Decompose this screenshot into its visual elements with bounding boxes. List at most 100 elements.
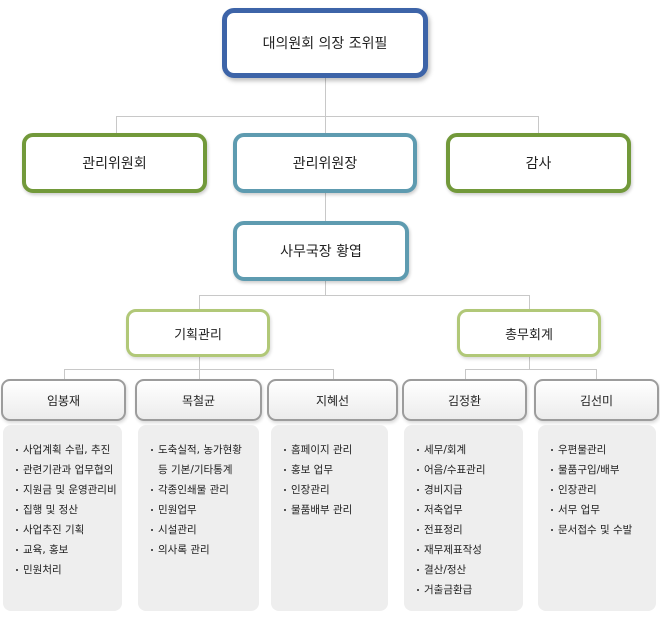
duty-item: 물품구입/배부 [551, 460, 656, 480]
bullet-icon [417, 449, 419, 451]
duty-item: 교육, 홍보 [16, 540, 122, 560]
staff-box-3: 지혜선 [267, 379, 398, 421]
connector-dept2-staff-horizontal [465, 369, 597, 370]
bullet-icon [151, 489, 153, 491]
duties-panel-2: 도축실적, 농가현황 등 기본/기타통계 각종인쇄물 관리 민원업무 시설관리 … [138, 425, 259, 611]
staff-name: 임봉재 [46, 393, 81, 408]
committee-chair-label: 관리위원장 [292, 156, 358, 172]
staff-box-1: 임봉재 [1, 379, 126, 421]
connector-staff5-drop [596, 369, 597, 379]
bullet-icon [16, 569, 18, 571]
staff-name: 김정환 [447, 393, 482, 408]
duty-item: 세무/회계 [417, 440, 523, 460]
duty-item: 민원처리 [16, 560, 122, 580]
bullet-icon [551, 449, 553, 451]
bullet-icon [417, 589, 419, 591]
connector-dept2-down [529, 357, 530, 369]
bullet-icon [417, 509, 419, 511]
duty-item: 시설관리 [151, 520, 259, 540]
connector-dept2-drop [529, 295, 530, 309]
duties-panel-4: 세무/회계 어음/수표관리 경비지급 저축업무 전표정리 재무제표작성 결산/정… [404, 425, 523, 611]
bullet-icon [16, 489, 18, 491]
bullet-icon [417, 489, 419, 491]
duty-item: 민원업무 [151, 500, 259, 520]
bullet-icon [16, 549, 18, 551]
duty-item: 지원금 및 운영관리비 [16, 480, 122, 500]
bullet-icon [16, 509, 18, 511]
connector-staff2-drop [199, 369, 200, 379]
connector-dept-horizontal [199, 295, 529, 296]
duties-panel-1: 사업계획 수립, 추진 관련기관과 업무협의 지원금 및 운영관리비 집행 및 … [3, 425, 122, 611]
dept-planning-box: 기획관리 [126, 309, 270, 357]
duty-item: 결산/정산 [417, 560, 523, 580]
staff-name: 목철균 [181, 393, 216, 408]
dept-general-box: 총무회계 [457, 309, 601, 357]
committee-label: 관리위원회 [82, 156, 147, 172]
duty-item: 저축업무 [417, 500, 523, 520]
bullet-icon [417, 469, 419, 471]
staff-box-4: 김정환 [402, 379, 527, 421]
duty-item: 서무 업무 [551, 500, 656, 520]
committee-box: 관리위원회 [22, 133, 207, 193]
connector-chair-drop [325, 116, 326, 133]
bullet-icon [284, 449, 286, 451]
bullet-icon [284, 469, 286, 471]
connector-level2-horizontal [116, 116, 538, 117]
chairman-label: 대의원회 의장 조위필 [262, 36, 388, 52]
duty-item: 인장관리 [551, 480, 656, 500]
bullet-icon [417, 549, 419, 551]
duty-item: 등 기본/기타통계 [158, 464, 233, 476]
bullet-icon [284, 489, 286, 491]
staff-box-2: 목철균 [135, 379, 262, 421]
duty-item: 도축실적, 농가현황 [151, 440, 259, 460]
staff-name: 지혜선 [315, 393, 350, 408]
duty-item: 각종인쇄물 관리 [151, 480, 259, 500]
bullet-icon [284, 509, 286, 511]
audit-label: 감사 [525, 156, 552, 172]
duty-item: 홈페이지 관리 [284, 440, 388, 460]
connector-secretary-down [325, 281, 326, 295]
duty-item: 어음/수표관리 [417, 460, 523, 480]
committee-chair-box: 관리위원장 [233, 133, 417, 193]
dept-general-label: 총무회계 [505, 327, 553, 343]
duty-item: 재무제표작성 [417, 540, 523, 560]
duty-item: 전표정리 [417, 520, 523, 540]
connector-committee-drop [116, 116, 117, 133]
bullet-icon [151, 449, 153, 451]
staff-name: 김선미 [579, 393, 614, 408]
duty-item: 집행 및 정산 [16, 500, 122, 520]
duty-item: 사업추진 기획 [16, 520, 122, 540]
connector-staff4-drop [465, 369, 466, 379]
duty-item: 관련기관과 업무협의 [16, 460, 122, 480]
staff-box-5: 김선미 [534, 379, 659, 421]
duty-item: 거출금환급 [417, 580, 523, 600]
bullet-icon [417, 529, 419, 531]
chairman-box: 대의원회 의장 조위필 [222, 8, 428, 78]
bullet-icon [551, 489, 553, 491]
duty-item: 의사록 관리 [151, 540, 259, 560]
connector-chairman-down [325, 78, 326, 116]
bullet-icon [551, 529, 553, 531]
connector-staff1-drop [64, 369, 65, 379]
duty-item: 사업계획 수립, 추진 [16, 440, 122, 460]
duty-item: 인장관리 [284, 480, 388, 500]
bullet-icon [417, 569, 419, 571]
connector-staff3-drop [333, 369, 334, 379]
bullet-icon [551, 469, 553, 471]
connector-dept1-drop [199, 295, 200, 309]
bullet-icon [151, 549, 153, 551]
bullet-icon [151, 529, 153, 531]
duty-item: 문서접수 및 수발 [551, 520, 656, 540]
bullet-icon [16, 449, 18, 451]
connector-dept1-down [199, 357, 200, 369]
connector-audit-drop [538, 116, 539, 133]
bullet-icon [551, 509, 553, 511]
connector-chair-secretary [325, 193, 326, 221]
bullet-icon [16, 529, 18, 531]
duty-item: 홍보 업무 [284, 460, 388, 480]
bullet-icon [16, 469, 18, 471]
audit-box: 감사 [446, 133, 631, 193]
duty-item: 우편물관리 [551, 440, 656, 460]
duty-item: 경비지급 [417, 480, 523, 500]
duties-panel-5: 우편물관리 물품구입/배부 인장관리 서무 업무 문서접수 및 수발 [538, 425, 656, 611]
